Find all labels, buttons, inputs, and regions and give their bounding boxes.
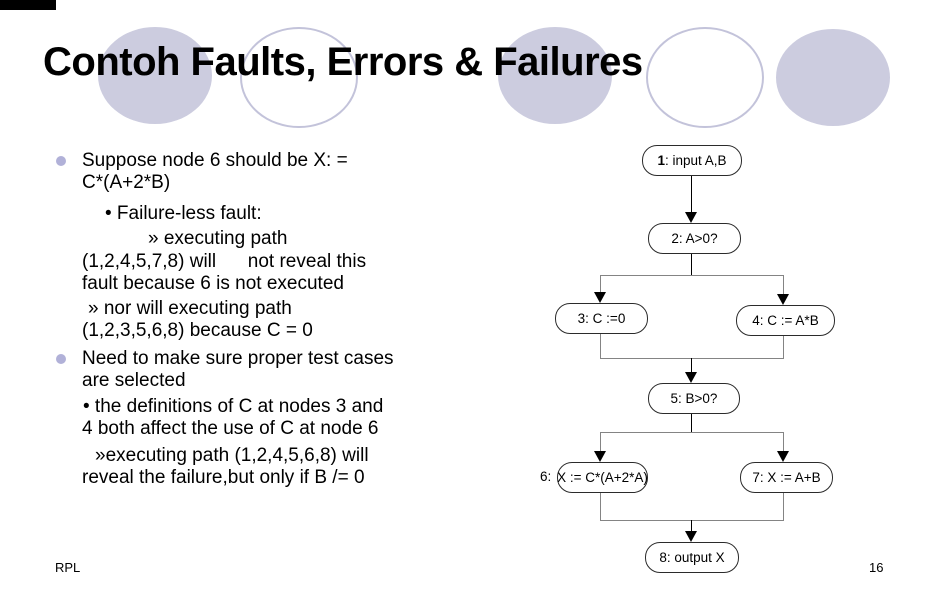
body-line: are selected	[82, 370, 186, 391]
body-line: Need to make sure proper test cases	[82, 348, 394, 369]
arrowhead-icon	[685, 212, 697, 223]
connector-line	[600, 493, 602, 520]
node-5-label: 5: B>0?	[670, 391, 718, 406]
connector-line	[600, 275, 602, 293]
connector-line	[600, 432, 602, 451]
bullet-dot-icon	[56, 156, 66, 166]
node-6-prefix: 6:	[540, 469, 552, 484]
decorative-ellipse	[240, 27, 358, 128]
flow-node-7: 7: X := A+B	[740, 462, 833, 493]
node-3-label: 3: C :=0	[577, 311, 626, 326]
connector-line	[783, 275, 785, 295]
arrowhead-icon	[685, 372, 697, 383]
body-line: (1,2,4,5,7,8) will not reveal this	[82, 251, 367, 272]
decorative-ellipse	[646, 27, 764, 128]
connector-line	[600, 275, 784, 277]
body-line: C*(A+2*B)	[82, 172, 171, 193]
flow-node-3: 3: C :=0	[555, 303, 648, 334]
footer-label: RPL	[55, 560, 81, 575]
body-line: Suppose node 6 should be X: =	[82, 150, 348, 171]
node-4-label: 4: C := A*B	[752, 313, 819, 328]
decorative-ellipse	[98, 27, 212, 124]
decorative-ellipse	[498, 27, 612, 124]
body-line: » executing path	[148, 228, 288, 249]
flow-diagram: 1: input A,B 2: A>0? 3: C :=0 4: C := A*…	[500, 135, 936, 595]
body-line: reveal the failure,but only if B /= 0	[82, 467, 365, 488]
body-line: »executing path (1,2,4,5,6,8) will	[95, 445, 369, 466]
connector-line	[691, 414, 693, 432]
body-line: fault because 6 is not executed	[82, 273, 344, 294]
flow-node-1: 1: input A,B	[642, 145, 742, 176]
connector-line	[783, 336, 785, 358]
connector-line	[691, 176, 693, 213]
decorative-ellipse	[776, 29, 890, 126]
slide-title: Contoh Faults, Errors & Failures	[43, 40, 643, 84]
arrowhead-icon	[777, 451, 789, 462]
body-line: • the definitions of C at nodes 3 and	[83, 396, 384, 417]
flow-node-4: 4: C := A*B	[736, 305, 835, 336]
arrowhead-icon	[685, 531, 697, 542]
arrowhead-icon	[594, 451, 606, 462]
arrowhead-icon	[777, 294, 789, 305]
connector-line	[600, 334, 602, 358]
flow-node-5: 5: B>0?	[648, 383, 740, 414]
node-8-label: 8: output X	[659, 550, 725, 565]
connector-line	[783, 493, 785, 520]
node-6-label: X := C*(A+2*A)	[557, 470, 648, 485]
connector-line	[783, 432, 785, 451]
connector-line	[691, 254, 693, 275]
node-1-label: : input A,B	[664, 153, 727, 168]
body-line: » nor will executing path	[88, 298, 292, 319]
bullet-dot-icon	[56, 354, 66, 364]
flow-node-2: 2: A>0?	[648, 223, 741, 254]
corner-mark	[0, 0, 56, 10]
connector-line	[691, 358, 693, 373]
connector-line	[600, 432, 784, 434]
body-line: • Failure-less fault:	[105, 203, 262, 224]
flow-node-8: 8: output X	[645, 542, 739, 573]
body-line: (1,2,3,5,6,8) because C = 0	[82, 320, 313, 341]
page-number: 16	[869, 560, 884, 575]
node-1-number: 1	[657, 153, 665, 168]
arrowhead-icon	[594, 292, 606, 303]
node-7-label: 7: X := A+B	[752, 470, 821, 485]
node-2-label: 2: A>0?	[671, 231, 718, 246]
body-line: 4 both affect the use of C at node 6	[82, 418, 379, 439]
connector-line	[691, 520, 693, 532]
flow-node-6: X := C*(A+2*A)	[557, 462, 648, 493]
